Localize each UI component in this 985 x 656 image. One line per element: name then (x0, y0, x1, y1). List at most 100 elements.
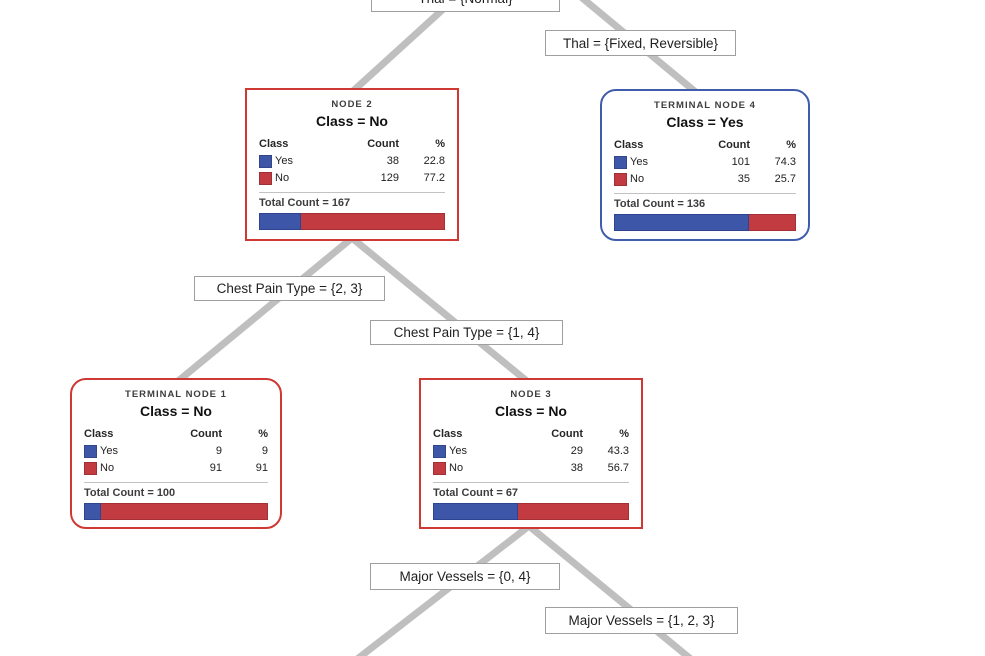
edge-root-to-node2 (349, 0, 459, 95)
header-count: Count (551, 428, 583, 440)
yes-swatch-icon (259, 155, 272, 168)
edge-label-thal-fixed-reversible: Thal = {Fixed, Reversible} (545, 30, 736, 56)
row-label: Yes (449, 445, 467, 457)
divider (433, 482, 629, 483)
row-pct: 25.7 (774, 173, 796, 185)
row-label: No (100, 462, 115, 474)
row-count: 29 (570, 445, 583, 457)
row-pct: 91 (255, 462, 268, 474)
tree-node-3[interactable]: NODE 3 Class = No Class Count % Yes 29 4… (419, 378, 643, 529)
edge-label-chest-pain-1-4: Chest Pain Type = {1, 4} (370, 320, 563, 345)
tree-terminal-node-4[interactable]: TERMINAL NODE 4 Class = Yes Class Count … (600, 89, 810, 241)
row-label: No (449, 462, 464, 474)
node-row-no: No 129 77.2 (259, 170, 445, 187)
row-label: Yes (275, 155, 293, 167)
divider (259, 192, 445, 193)
row-count: 91 (209, 462, 222, 474)
header-class: Class (84, 428, 114, 440)
node-table-header: Class Count % (84, 428, 268, 441)
yes-swatch-icon (433, 445, 446, 458)
total-count-label: Total Count = 100 (84, 487, 176, 499)
edge-node3-to-left-child (355, 523, 532, 656)
no-bar-segment (749, 214, 796, 231)
edge-label-major-vessels-1-2-3: Major Vessels = {1, 2, 3} (545, 607, 738, 634)
row-count: 101 (731, 156, 750, 168)
row-label-cell: Yes (614, 156, 690, 169)
yes-bar-segment (84, 503, 101, 520)
edge-node3-to-right-child (526, 523, 693, 656)
total-count-label: Total Count = 136 (614, 198, 706, 210)
yes-swatch-icon (614, 156, 627, 169)
row-count: 38 (386, 155, 399, 167)
edge-label-chest-pain-2-3: Chest Pain Type = {2, 3} (194, 276, 385, 301)
no-swatch-icon (614, 173, 627, 186)
row-label: No (275, 172, 290, 184)
row-label-cell: No (259, 172, 339, 185)
header-class: Class (433, 428, 463, 440)
header-count: Count (367, 138, 399, 150)
divider (614, 193, 796, 194)
row-label-cell: Yes (259, 155, 339, 168)
node-row-yes: Yes 38 22.8 (259, 153, 445, 170)
row-label: Yes (100, 445, 118, 457)
node-row-no: No 91 91 (84, 460, 268, 477)
header-class: Class (259, 138, 289, 150)
row-label-cell: No (433, 462, 523, 475)
row-count: 38 (570, 462, 583, 474)
node-title: NODE 3 (510, 389, 552, 400)
row-count: 35 (737, 173, 750, 185)
row-label-cell: Yes (84, 445, 162, 458)
row-count: 9 (215, 445, 222, 457)
node-predicted-class: Class = No (495, 403, 567, 419)
header-count: Count (190, 428, 222, 440)
row-label-cell: No (614, 173, 690, 186)
edge-label-major-vessels-0-4: Major Vessels = {0, 4} (370, 563, 560, 590)
node-row-no: No 38 56.7 (433, 460, 629, 477)
yes-bar-segment (259, 213, 302, 230)
tree-terminal-node-1[interactable]: TERMINAL NODE 1 Class = No Class Count %… (70, 378, 282, 529)
node-predicted-class: Class = Yes (666, 114, 744, 130)
row-pct: 56.7 (607, 462, 629, 474)
node-predicted-class: Class = No (316, 113, 388, 129)
edge-node2-to-terminal1 (174, 235, 355, 385)
class-distribution-bar (433, 503, 629, 520)
header-pct: % (619, 428, 629, 440)
class-distribution-bar (614, 214, 796, 231)
row-count: 129 (380, 172, 399, 184)
header-class: Class (614, 139, 644, 151)
no-swatch-icon (259, 172, 272, 185)
header-pct: % (435, 138, 445, 150)
node-row-yes: Yes 29 43.3 (433, 443, 629, 460)
row-label-cell: Yes (433, 445, 523, 458)
node-table-header: Class Count % (259, 138, 445, 151)
tree-node-2[interactable]: NODE 2 Class = No Class Count % Yes 38 2… (245, 88, 459, 241)
node-row-no: No 35 25.7 (614, 171, 796, 188)
edge-label-thal-normal: Thal = {Normal} (371, 0, 560, 12)
no-swatch-icon (433, 462, 446, 475)
node-predicted-class: Class = No (140, 403, 212, 419)
node-table-header: Class Count % (433, 428, 629, 441)
row-pct: 74.3 (774, 156, 796, 168)
no-swatch-icon (84, 462, 97, 475)
total-count-label: Total Count = 67 (433, 487, 519, 499)
no-bar-segment (301, 213, 445, 230)
no-bar-segment (517, 503, 629, 520)
yes-bar-segment (433, 503, 518, 520)
row-pct: 9 (261, 445, 268, 457)
edge-node2-to-node3 (349, 235, 531, 385)
row-label-cell: No (84, 462, 162, 475)
node-table-header: Class Count % (614, 139, 796, 152)
total-count-label: Total Count = 167 (259, 197, 351, 209)
row-label: No (630, 173, 645, 185)
row-pct: 77.2 (423, 172, 445, 184)
divider (84, 482, 268, 483)
yes-bar-segment (614, 214, 750, 231)
no-bar-segment (100, 503, 268, 520)
header-pct: % (258, 428, 268, 440)
node-row-yes: Yes 9 9 (84, 443, 268, 460)
node-title: TERMINAL NODE 4 (654, 100, 756, 111)
node-title: NODE 2 (331, 99, 373, 110)
class-distribution-bar (259, 213, 445, 230)
